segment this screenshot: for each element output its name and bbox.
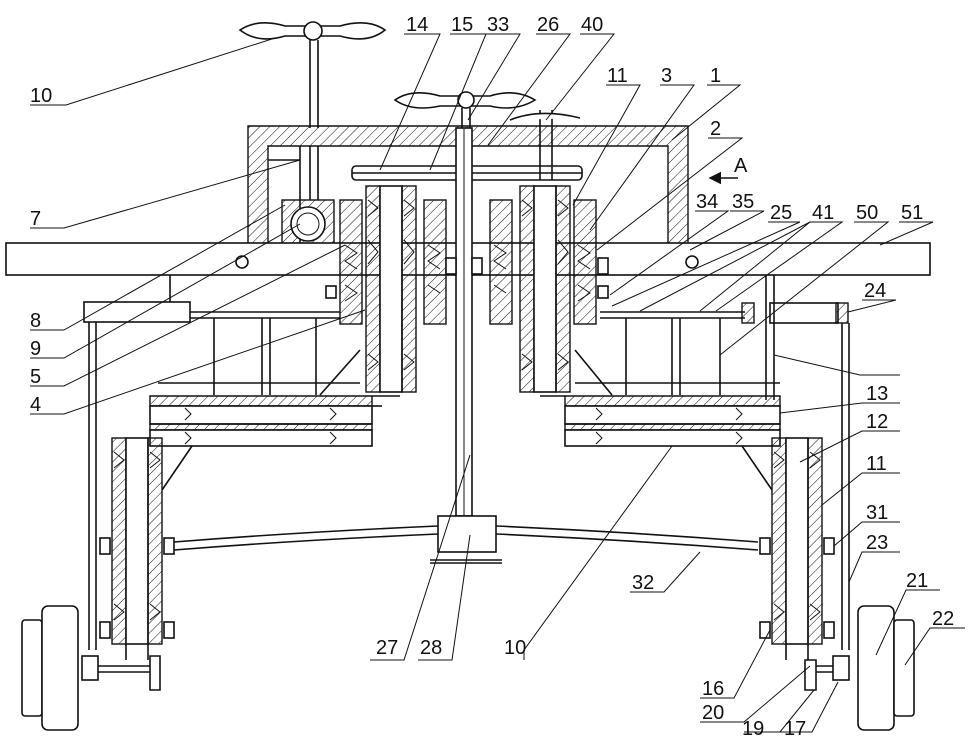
label-15: 13 bbox=[866, 383, 888, 405]
label-32: 33 bbox=[487, 14, 509, 36]
label-23: 22 bbox=[932, 608, 954, 630]
label-24: 23 bbox=[866, 532, 888, 554]
left-column bbox=[340, 186, 456, 392]
right-wheel bbox=[858, 606, 914, 730]
label-26: 25 bbox=[770, 202, 792, 224]
label-21: 20 bbox=[702, 702, 724, 724]
link-rods bbox=[174, 516, 758, 563]
label-17: 15 bbox=[451, 14, 473, 36]
label-4: 4 bbox=[30, 394, 41, 416]
direction-label: A bbox=[734, 155, 748, 177]
label-12: 10 bbox=[504, 637, 526, 659]
label-2: 2 bbox=[710, 118, 721, 140]
motor bbox=[282, 200, 334, 248]
label-14: 12 bbox=[866, 411, 888, 433]
label-18: 16 bbox=[702, 678, 724, 700]
label-41: 50 bbox=[856, 202, 878, 224]
label-10: 10 bbox=[30, 85, 52, 107]
label-25: 24 bbox=[864, 280, 886, 302]
label-27: 26 bbox=[537, 14, 559, 36]
label-31: 32 bbox=[632, 572, 654, 594]
label-22: 21 bbox=[906, 570, 928, 592]
top-handwheel bbox=[240, 22, 385, 128]
label-13: 11 bbox=[866, 453, 887, 475]
label-9: 9 bbox=[30, 338, 41, 360]
label-29: 28 bbox=[420, 637, 442, 659]
label-8: 8 bbox=[30, 310, 41, 332]
label-50: 51 bbox=[901, 202, 923, 224]
left-leg bbox=[82, 438, 192, 690]
left-plates bbox=[150, 396, 400, 446]
label-34: 35 bbox=[732, 191, 754, 213]
bolt bbox=[326, 286, 336, 298]
label-1: 1 bbox=[710, 65, 721, 87]
label-35: 40 bbox=[581, 14, 603, 36]
left-wheel bbox=[22, 606, 78, 730]
label-16: 14 bbox=[406, 14, 428, 36]
label-33: 34 bbox=[696, 191, 718, 213]
label-19: 17 bbox=[784, 718, 806, 740]
label-3: 3 bbox=[661, 65, 672, 87]
label-40: 41 bbox=[812, 202, 834, 224]
label-20: 19 bbox=[742, 718, 764, 740]
label-30: 31 bbox=[866, 502, 888, 524]
right-column bbox=[472, 186, 608, 392]
label-11: 11 bbox=[607, 65, 628, 87]
label-5: 5 bbox=[30, 366, 41, 388]
label-28: 27 bbox=[376, 637, 398, 659]
right-plates bbox=[540, 396, 780, 446]
label-7: 7 bbox=[30, 208, 41, 230]
